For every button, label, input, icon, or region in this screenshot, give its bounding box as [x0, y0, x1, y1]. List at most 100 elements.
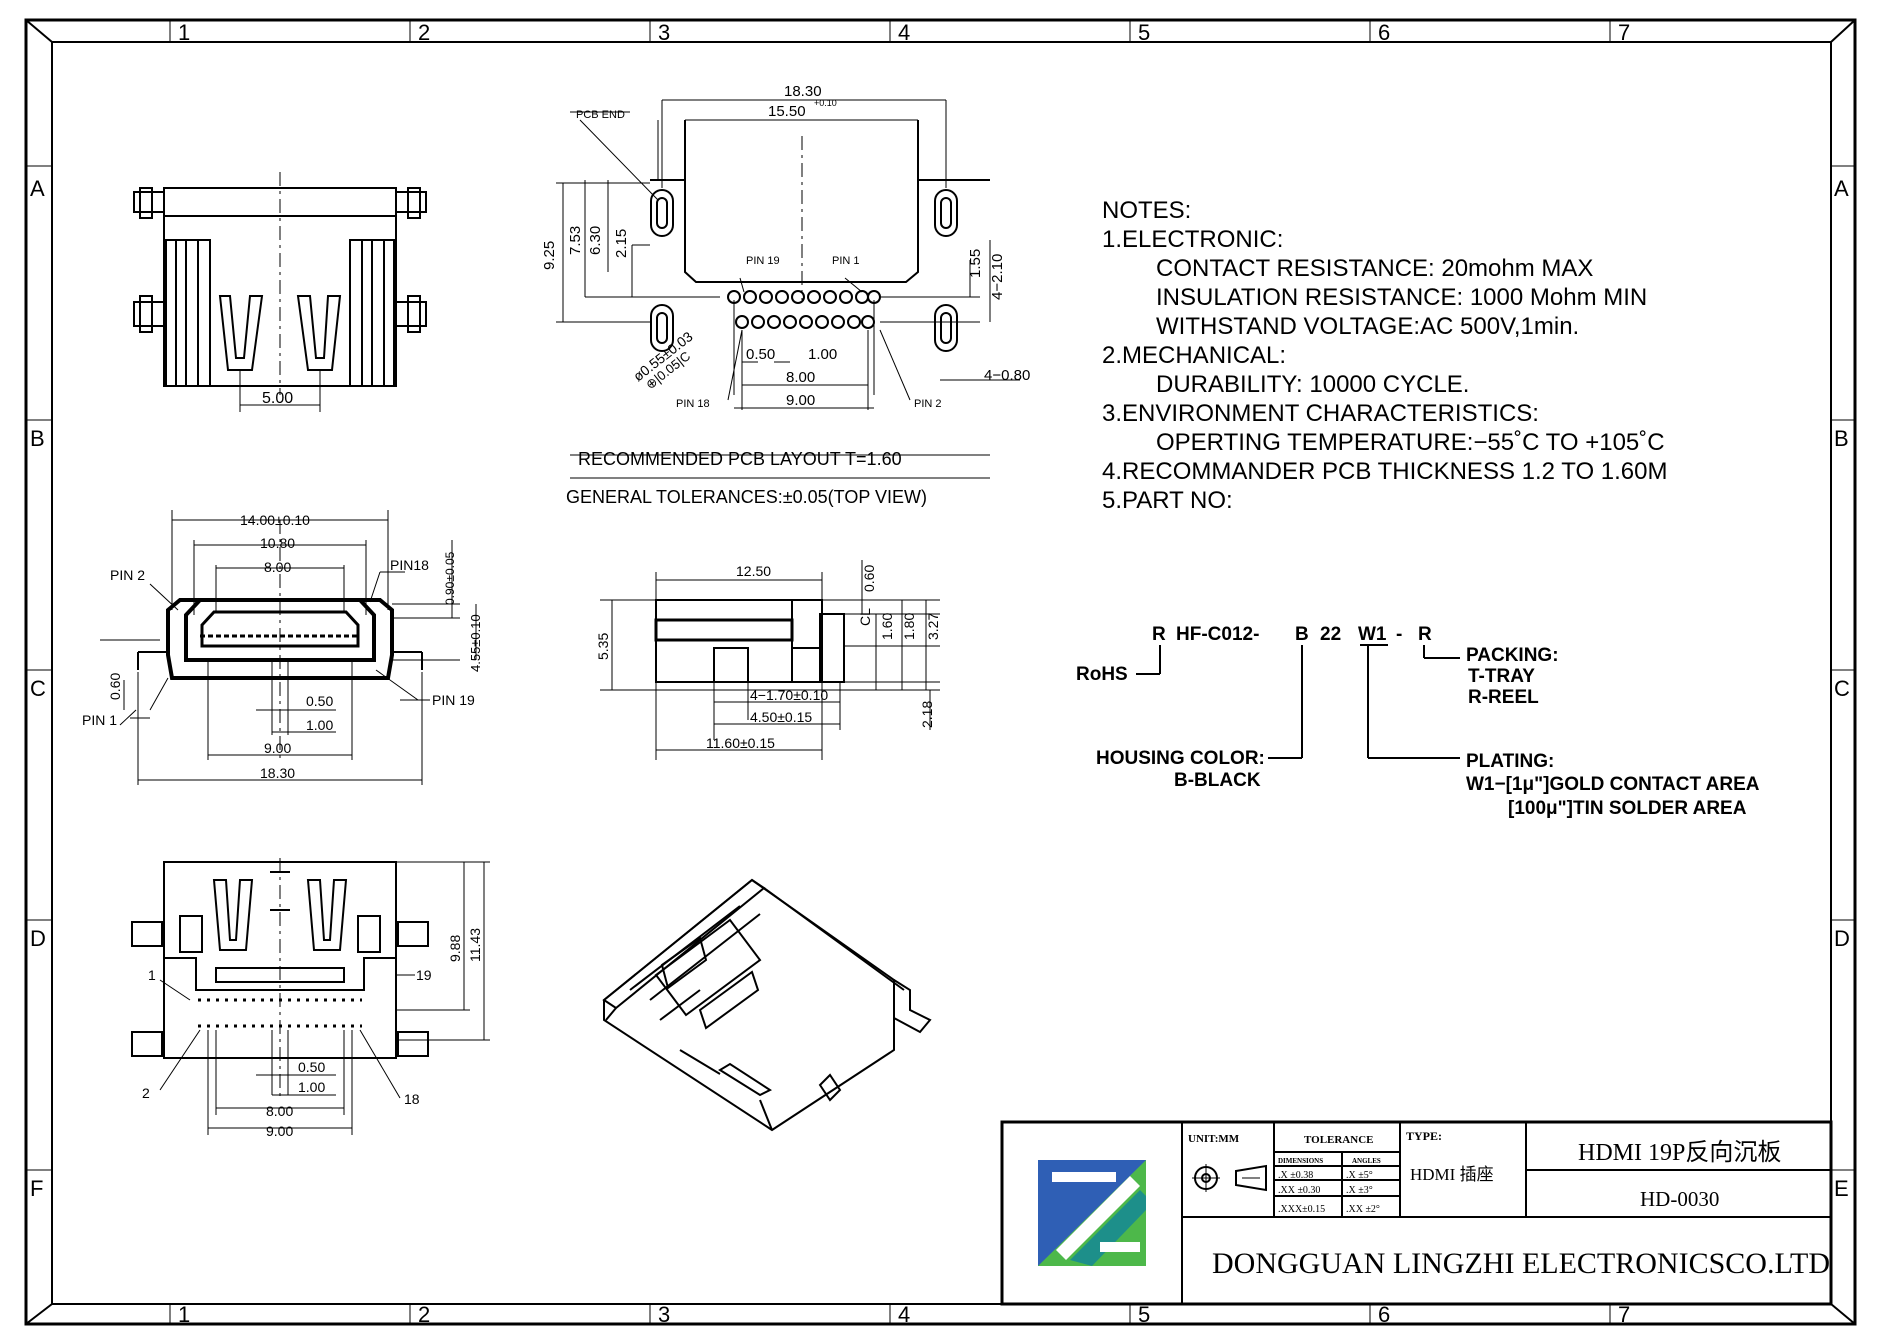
- dim-11.43: 11.43: [467, 928, 483, 962]
- dim-18.30: 18.30: [260, 765, 295, 781]
- note-line: OPERTING TEMPERATURE:−55˚C TO +105˚C: [1156, 429, 1665, 456]
- side-view-labels: 12.50 0.60 CL 1.60 1.80 3.27 5.35 2.18 4…: [595, 563, 941, 751]
- note-line: 2.MECHANICAL:: [1102, 342, 1286, 369]
- col-label-top: 2: [418, 20, 430, 45]
- side-view: [600, 560, 940, 760]
- dim-8.00: 8.00: [266, 1103, 293, 1119]
- dim-0.60: 0.60: [861, 565, 877, 592]
- col-label-top: 5: [1138, 20, 1150, 45]
- dim-0.50: 0.50: [298, 1059, 325, 1075]
- pin2-label: PIN 2: [914, 398, 942, 410]
- tol-ang-3: .XX ±2°: [1346, 1204, 1380, 1215]
- dim-4-0.80: 4−0.80: [984, 367, 1030, 384]
- pin2-label: PIN 2: [110, 567, 145, 583]
- dim-0.50: 0.50: [306, 693, 333, 709]
- angles-heading: ANGLES: [1352, 1157, 1381, 1165]
- pin-2-callout: 2: [142, 1085, 150, 1101]
- dim-9.00: 9.00: [264, 740, 291, 756]
- notes-block: NOTES: 1.ELECTRONIC: CONTACT RESISTANCE:…: [1102, 197, 1668, 514]
- company-logo: [1038, 1160, 1146, 1266]
- unit-label: UNIT:MM: [1188, 1133, 1240, 1145]
- dim-4-1.70: 4−1.70±0.10: [750, 687, 828, 703]
- notes-heading: NOTES:: [1102, 197, 1191, 224]
- tol-ang-2: .X ±3°: [1346, 1185, 1373, 1196]
- pcb-layout-labels: 18.30 15.50 +0.10 PCB END 9.25 7.53 6.30…: [541, 83, 1030, 507]
- dim-9.00: 9.00: [266, 1123, 293, 1139]
- dim-4.50: 4.50±0.15: [750, 709, 812, 725]
- dim-9.00: 9.00: [786, 392, 815, 409]
- part-code-22: 22: [1320, 624, 1341, 645]
- bottom-view: [131, 858, 490, 1135]
- packing-t: T-TRAY: [1468, 666, 1535, 687]
- note-line: INSULATION RESISTANCE: 1000 Mohm MIN: [1156, 284, 1647, 311]
- pin1-label: PIN 1: [82, 712, 117, 728]
- pin18-label: PIN 18: [676, 398, 710, 410]
- dim-cl: CL: [857, 608, 873, 626]
- note-line: DURABILITY: 10000 CYCLE.: [1156, 371, 1469, 398]
- pin19-label: PIN 19: [432, 692, 475, 708]
- dim-0.60: 0.60: [107, 673, 123, 700]
- dim-1.00: 1.00: [298, 1079, 325, 1095]
- front-view-labels: 14.00±0.10 10.80 8.00 PIN 2 PIN18 PIN 1 …: [82, 512, 483, 781]
- row-label-right: E: [1834, 1176, 1849, 1201]
- pin-1-callout: 1: [148, 967, 156, 983]
- housing-value: B-BLACK: [1174, 770, 1261, 791]
- tolerance-heading: TOLERANCE: [1304, 1134, 1373, 1146]
- pcb-end-label: PCB END: [576, 109, 625, 121]
- dim-5.35: 5.35: [595, 633, 611, 660]
- tol-dim-2: .XX ±0.30: [1278, 1185, 1320, 1196]
- bottom-view-labels: 9.88 11.43 1 19 2 18 0.50 1.00 8.00 9.00: [142, 928, 483, 1139]
- row-label-right: C: [1834, 676, 1850, 701]
- tol-dim-1: .X ±0.38: [1278, 1170, 1313, 1181]
- col-label-bottom: 6: [1378, 1302, 1390, 1327]
- col-label-bottom: 4: [898, 1302, 910, 1327]
- dim-4-2.10: 4−2.10: [989, 254, 1006, 300]
- row-label-left: A: [30, 176, 45, 201]
- row-label-left: C: [30, 676, 46, 701]
- part-number-labels: R HF-C012- B 22 W1 - R RoHS PACKING: T-T…: [1076, 624, 1760, 819]
- dim-0.90: 0.90±0.05: [443, 551, 457, 605]
- dim-3.27: 3.27: [925, 613, 941, 640]
- part-code-r: R: [1152, 624, 1166, 645]
- row-label-right: B: [1834, 426, 1849, 451]
- title-block-text: UNIT:MM TOLERANCE DIMENSIONS ANGLES .X ±…: [1188, 1129, 1830, 1280]
- col-label-top: 6: [1378, 20, 1390, 45]
- dim-1.55: 1.55: [967, 249, 984, 278]
- part-code-packing: R: [1418, 624, 1432, 645]
- col-label-top: 7: [1618, 20, 1630, 45]
- col-label-bottom: 5: [1138, 1302, 1150, 1327]
- pcb-caption-2: GENERAL TOLERANCES:±0.05(TOP VIEW): [566, 487, 927, 507]
- dim-1.00: 1.00: [306, 717, 333, 733]
- pin-18-callout: 18: [404, 1091, 420, 1107]
- sheet-border: [24, 18, 1857, 1326]
- row-label-left: B: [30, 426, 45, 451]
- border-labels: 1 2 3 4 5 6 7 1 2 3 4 5 6 7 A B C D F A …: [30, 20, 1850, 1327]
- dim-9.88: 9.88: [447, 935, 463, 962]
- pcb-layout-view: [556, 99, 1020, 479]
- packing-r: R-REEL: [1468, 687, 1539, 708]
- rohs-label: RoHS: [1076, 664, 1128, 685]
- col-label-bottom: 7: [1618, 1302, 1630, 1327]
- product-name: HDMI 19P反向沉板: [1578, 1139, 1781, 1166]
- part-code-dash: -: [1396, 624, 1402, 645]
- plating-label: PLATING:: [1466, 751, 1554, 772]
- top-view: [133, 172, 427, 412]
- dim-1.60: 1.60: [879, 613, 895, 640]
- row-label-left: D: [30, 926, 46, 951]
- dim-8.00: 8.00: [264, 559, 291, 575]
- note-line: 5.PART NO:: [1102, 487, 1233, 514]
- part-number-leaders: [1136, 644, 1460, 759]
- isometric-view: [602, 878, 932, 1132]
- dim-0.50: 0.50: [746, 346, 775, 363]
- pcb-caption-1: RECOMMENDED PCB LAYOUT T=1.60: [578, 449, 902, 469]
- note-line: 1.ELECTRONIC:: [1102, 226, 1283, 253]
- dim-15.50-tolerance: +0.10: [814, 98, 837, 108]
- col-label-top: 1: [178, 20, 190, 45]
- part-code-base: HF-C012-: [1176, 624, 1259, 645]
- dim-11.60: 11.60±0.15: [706, 735, 775, 751]
- row-label-right: A: [1834, 176, 1849, 201]
- note-line: 4.RECOMMANDER PCB THICKNESS 1.2 TO 1.60M: [1102, 458, 1668, 485]
- dim-9.25: 9.25: [541, 241, 558, 270]
- row-label-right: D: [1834, 926, 1850, 951]
- packing-label: PACKING:: [1466, 645, 1559, 666]
